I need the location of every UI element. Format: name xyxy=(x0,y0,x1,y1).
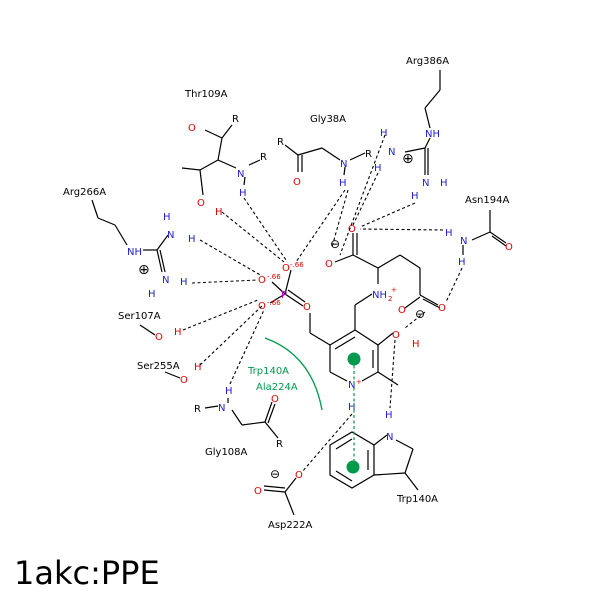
arg266-ne: NH xyxy=(127,247,142,258)
carboxylate-oxygen-1: O xyxy=(348,224,356,235)
pyridine-hydrogen: H xyxy=(348,402,356,413)
asp222-label: Asp222A xyxy=(268,520,312,531)
thr109-nh-hydrogen: H xyxy=(239,188,247,199)
ser255-hydrogen: H xyxy=(194,362,202,373)
side-carboxylate-anion-icon: ⊖ xyxy=(415,307,425,321)
pi-stacking xyxy=(346,352,361,474)
thr109-r2: R xyxy=(260,152,267,163)
gly108-label: Gly108A xyxy=(205,447,248,458)
thr109-nitrogen: N xyxy=(237,169,244,180)
phosphate-charge-3: -.66 xyxy=(267,299,281,307)
phosphorus-atom: P xyxy=(281,290,287,301)
gly38-r: R xyxy=(277,137,284,148)
asp222-oxygen-1: O xyxy=(295,470,303,481)
gly108-r: R xyxy=(194,404,201,415)
residue-gly38: Gly38A R O N R H xyxy=(277,114,372,189)
arg266-h2: H xyxy=(188,234,196,245)
gly38-r2: R xyxy=(365,149,372,160)
amine-charge: + xyxy=(391,286,397,294)
trp140-hydrogen: H xyxy=(385,410,393,421)
thr109-carbonyl-oxygen: O xyxy=(188,123,196,134)
gly108-r2: R xyxy=(276,439,283,450)
arg266-nh1: N xyxy=(167,230,174,241)
side-carboxylate-oxygen-2: O xyxy=(398,305,406,316)
phosphate-oxygen-2: O xyxy=(258,275,266,286)
residue-trp140: Trp140A N H xyxy=(329,410,438,505)
gly38-label: Gly38A xyxy=(310,114,346,125)
arg386-h1: H xyxy=(380,128,388,139)
gly38-carbonyl-oxygen: O xyxy=(293,177,301,188)
residue-arg386: Arg386A NH N H H N H H ⊕ xyxy=(374,56,449,202)
arg266-cation-icon: ⊕ xyxy=(138,262,150,278)
arg386-ne: NH xyxy=(425,129,440,140)
hydrophobic-contact: Trp140A Ala224A xyxy=(247,337,323,411)
arg386-h4: H xyxy=(411,191,419,202)
phosphate-ester-oxygen: O xyxy=(303,302,311,313)
phosphate-oxygen-1: O xyxy=(282,263,290,274)
hydrophobic-trp140: Trp140A xyxy=(247,366,289,377)
thr109-hydroxyl-oxygen: O xyxy=(197,198,205,209)
arg266-h1: H xyxy=(163,212,171,223)
phosphate-charge-2: -.66 xyxy=(267,273,281,281)
thr109-r: R xyxy=(232,114,239,125)
arg386-h2: H xyxy=(374,163,382,174)
residue-asp222: Asp222A O O ⊖ xyxy=(254,467,312,531)
hydrophobic-ala224: Ala224A xyxy=(256,382,298,393)
arg266-label: Arg266A xyxy=(63,187,106,198)
gly108-nitrogen: N xyxy=(218,403,225,414)
ser107-hydrogen: H xyxy=(174,327,182,338)
ser107-oxygen: O xyxy=(155,332,163,343)
asn194-h1: H xyxy=(445,228,453,239)
gly108-nh-hydrogen: H xyxy=(225,386,233,397)
residue-ser255: Ser255A O H xyxy=(137,361,202,386)
amine-group: NH xyxy=(372,290,387,301)
asn194-label: Asn194A xyxy=(465,195,509,206)
ligand-ring-centroid xyxy=(347,352,361,366)
asn194-oxygen: O xyxy=(505,242,513,253)
residue-ser107: Ser107A O H xyxy=(118,311,182,343)
residue-arg266: Arg266A NH N H H N H H ⊕ xyxy=(63,187,196,300)
ligand-atoms: P O -.66 O -.66 O -.66 O N + H O H NH 2 … xyxy=(258,224,446,413)
asp222-anion-icon: ⊖ xyxy=(270,467,280,481)
residue-asn194: Asn194A N H H O xyxy=(445,195,513,268)
arg266-h3: H xyxy=(180,277,188,288)
gly108-carbonyl-oxygen: O xyxy=(271,394,279,405)
trp140-ne1: N xyxy=(386,432,393,443)
thr109-hydroxyl-hydrogen: H xyxy=(215,207,223,218)
pyridine-nitrogen: N xyxy=(348,380,355,391)
hydroxyl-hydrogen: H xyxy=(412,339,420,350)
amine-sub: 2 xyxy=(388,295,392,303)
pyridine-charge: + xyxy=(356,378,362,386)
phosphate-charge-1: -.66 xyxy=(290,261,304,269)
arg386-label: Arg386A xyxy=(406,56,449,67)
arg386-cation-icon: ⊕ xyxy=(402,151,414,167)
trp140-label: Trp140A xyxy=(396,494,438,505)
ligand-bonds xyxy=(269,233,441,386)
asp222-oxygen-2: O xyxy=(254,486,262,497)
gly38-nitrogen: N xyxy=(340,159,347,170)
side-carboxylate-oxygen-1: O xyxy=(438,303,446,314)
residue-thr109: Thr109A O R N R H O H xyxy=(181,89,267,218)
trp140-ring-centroid xyxy=(346,460,360,474)
page-title: 1akc:PPE xyxy=(14,554,160,592)
arg386-nh1: N xyxy=(388,147,395,158)
carboxylate-oxygen-2: O xyxy=(325,259,333,270)
thr109-label: Thr109A xyxy=(184,89,228,100)
gly38-nh-hydrogen: H xyxy=(339,178,347,189)
arg266-h4: H xyxy=(148,289,156,300)
asn194-nitrogen: N xyxy=(460,236,467,247)
arg386-h3: H xyxy=(440,178,448,189)
ser255-label: Ser255A xyxy=(137,361,180,372)
residue-gly108: Gly108A H N R O R xyxy=(194,386,283,458)
hydrogen-bonds xyxy=(182,134,463,473)
asn194-h2: H xyxy=(458,257,466,268)
arg386-nh2: N xyxy=(422,178,429,189)
carboxylate-anion-icon: ⊖ xyxy=(330,237,340,251)
ser255-oxygen: O xyxy=(180,375,188,386)
ser107-label: Ser107A xyxy=(118,311,161,322)
arg266-nh2: N xyxy=(162,275,169,286)
hydroxyl-oxygen: O xyxy=(392,330,400,341)
